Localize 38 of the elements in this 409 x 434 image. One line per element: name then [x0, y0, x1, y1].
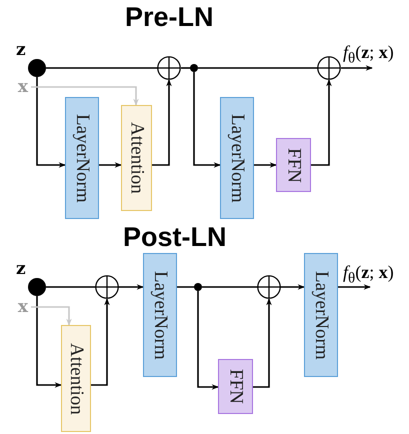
input-label: z — [16, 259, 26, 279]
arrow — [197, 291, 219, 390]
arrow — [193, 72, 221, 168]
junction-dot — [28, 278, 46, 296]
process-box: LayerNorm — [220, 97, 254, 219]
process-box: Attention — [121, 105, 152, 211]
arrow — [338, 284, 371, 290]
process-box: LayerNorm — [65, 97, 99, 219]
edge-label: f$_{θ}$(z; x) — [343, 42, 394, 69]
arrow — [36, 77, 66, 168]
sum-circle — [95, 275, 119, 299]
diagram-heading: Pre-LN — [125, 2, 214, 33]
input-label: z — [16, 40, 26, 60]
arrow — [253, 298, 272, 388]
arrow — [91, 298, 110, 386]
junction-dot — [190, 64, 198, 72]
input-label: x — [15, 77, 31, 97]
edge-label: f$_{θ}$(z; x) — [343, 262, 394, 289]
diagram-heading: Post-LN — [123, 222, 226, 253]
input-label: x — [15, 297, 31, 317]
process-box: FFN — [276, 138, 311, 192]
process-box: LayerNorm — [304, 253, 338, 377]
arrow — [99, 162, 122, 168]
arrow — [311, 79, 332, 166]
arrow — [341, 65, 373, 71]
arrow — [31, 86, 139, 106]
junction-dot — [28, 59, 46, 77]
process-box: FFN — [218, 359, 253, 414]
process-box: Attention — [61, 325, 91, 432]
junction-dot — [194, 283, 202, 291]
arrow — [152, 79, 172, 166]
process-box: LayerNorm — [143, 253, 177, 377]
arrow — [254, 162, 277, 168]
arrow — [31, 306, 72, 326]
sum-circle — [157, 56, 181, 80]
sum-circle — [317, 56, 341, 80]
arrow — [36, 296, 62, 388]
sum-circle — [257, 275, 281, 299]
